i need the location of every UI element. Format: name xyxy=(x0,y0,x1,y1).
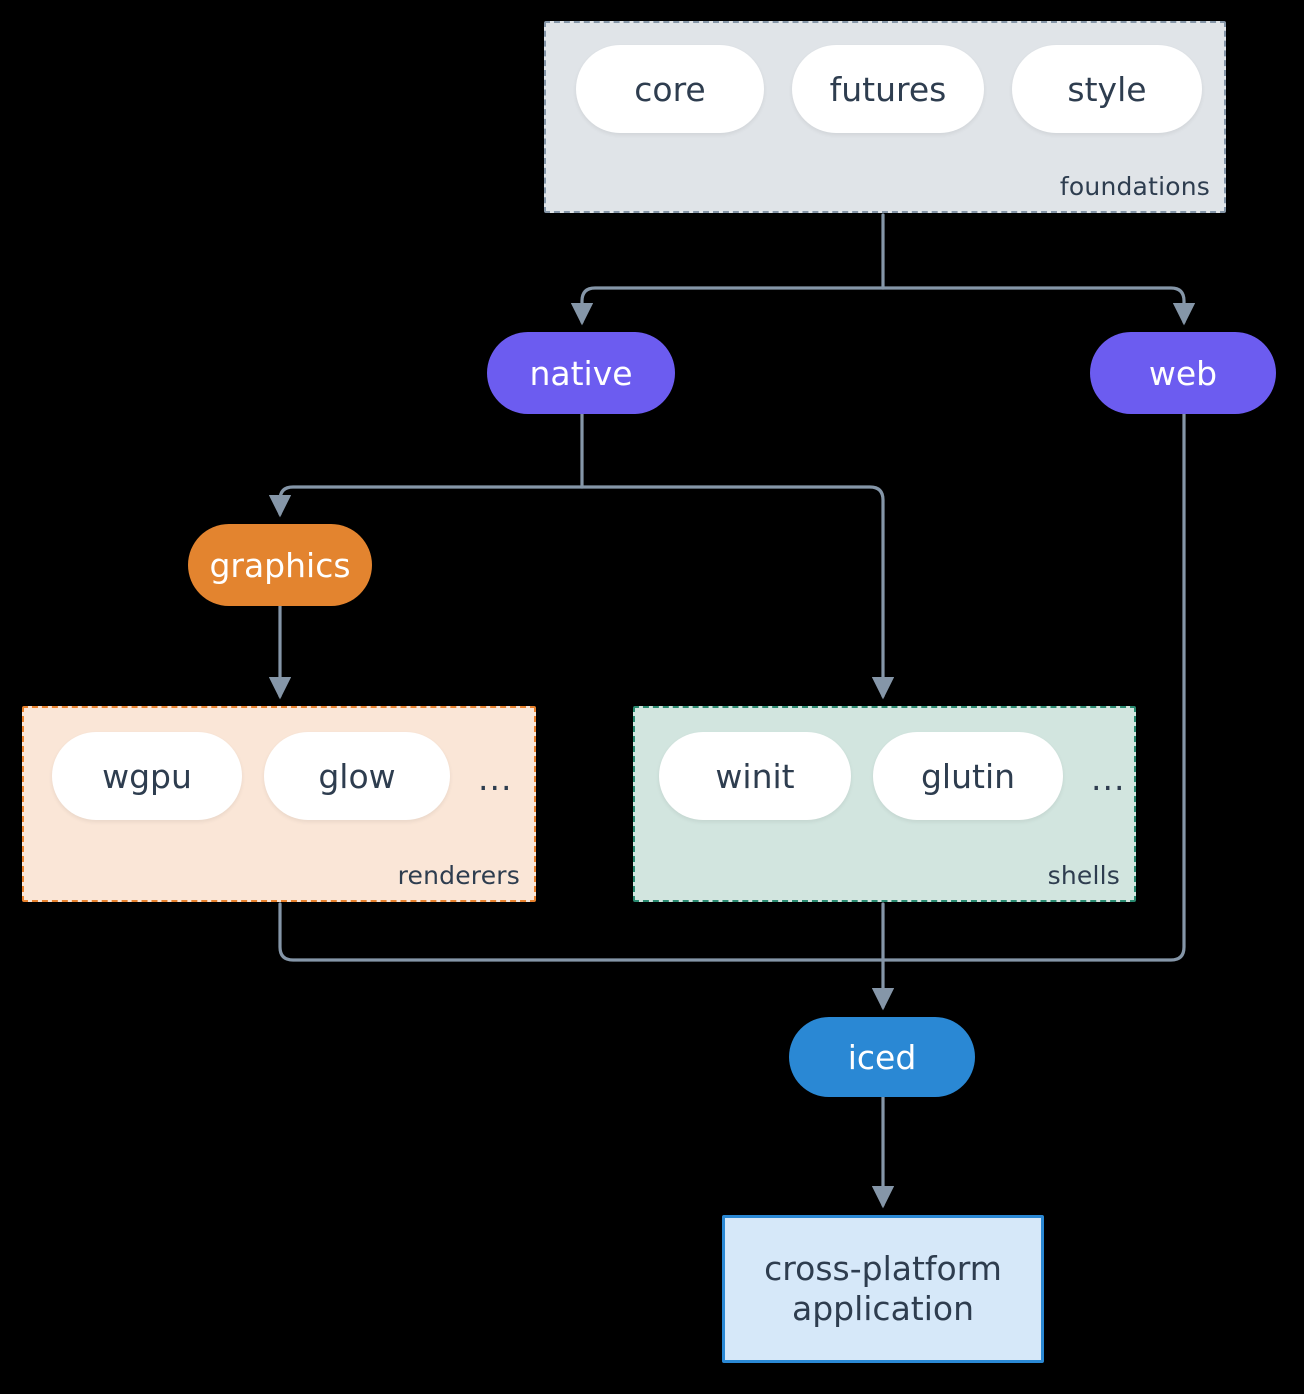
node-wgpu[interactable]: wgpu xyxy=(52,732,242,820)
cluster-foundations-label: foundations xyxy=(1059,172,1210,201)
node-cross-platform-application[interactable]: cross-platform application xyxy=(722,1215,1044,1363)
cluster-shells-items: winit glutin ... xyxy=(659,732,1131,820)
cluster-foundations: core futures style foundations xyxy=(544,21,1226,213)
node-web[interactable]: web xyxy=(1090,332,1276,414)
cluster-renderers-items: wgpu glow ... xyxy=(52,732,518,820)
cluster-renderers: wgpu glow ... renderers xyxy=(22,706,536,902)
node-glutin[interactable]: glutin xyxy=(873,732,1063,820)
edge-native-to-shells xyxy=(580,485,895,700)
application-label-line2: application xyxy=(791,1289,975,1328)
application-label-line1: cross-platform xyxy=(764,1248,1002,1288)
renderers-ellipsis: ... xyxy=(478,759,513,799)
node-glow[interactable]: glow xyxy=(264,732,450,820)
cluster-renderers-label: renderers xyxy=(397,861,520,890)
node-native[interactable]: native xyxy=(487,332,675,414)
cluster-shells-label: shells xyxy=(1047,861,1120,890)
edge-foundations-to-web xyxy=(881,286,1196,326)
edge-foundations-to-native xyxy=(570,286,885,326)
shells-ellipsis: ... xyxy=(1091,759,1126,799)
node-style[interactable]: style xyxy=(1012,45,1202,133)
cluster-foundations-items: core futures style xyxy=(576,45,1202,133)
cluster-shells: winit glutin ... shells xyxy=(633,706,1136,902)
node-winit[interactable]: winit xyxy=(659,732,851,820)
node-iced[interactable]: iced xyxy=(789,1017,975,1097)
edge-native-to-graphics xyxy=(268,485,584,518)
node-futures[interactable]: futures xyxy=(792,45,984,133)
edge-renderers-to-iced xyxy=(278,902,885,962)
node-graphics[interactable]: graphics xyxy=(188,524,372,606)
node-core[interactable]: core xyxy=(576,45,764,133)
